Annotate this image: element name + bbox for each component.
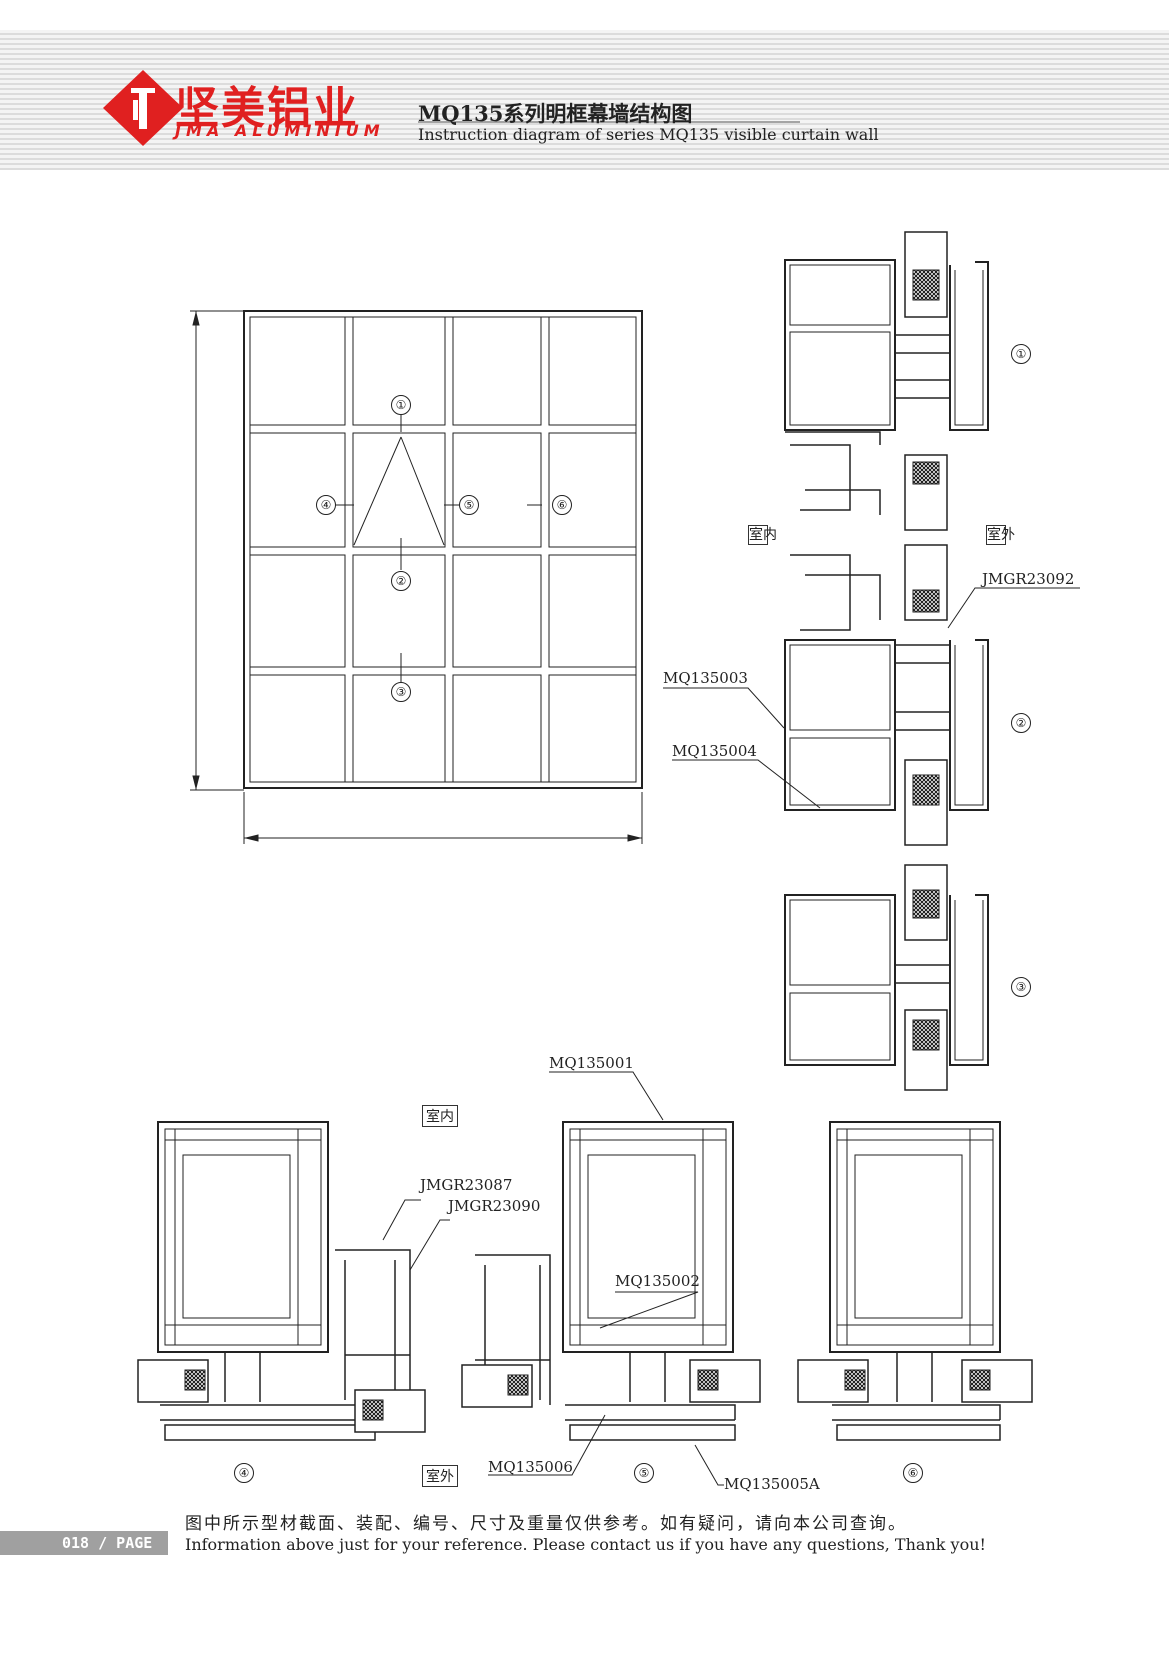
section-marker-4: ④ xyxy=(234,1463,254,1483)
indoor-label-vertical: 室内 xyxy=(748,525,777,545)
section-4-mullion xyxy=(137,1121,426,1441)
section-5-mullion xyxy=(461,1121,761,1441)
section-6-mullion xyxy=(797,1121,1033,1441)
marker-2: ② xyxy=(391,571,411,591)
dimension-lines xyxy=(190,310,643,844)
outdoor-label-vertical: 室外 xyxy=(986,525,1015,545)
section-3-transom xyxy=(784,864,989,1091)
marker-4: ④ xyxy=(316,495,336,515)
part-label-mq135006: MQ135006 xyxy=(488,1458,573,1476)
page-number-bar xyxy=(0,1531,168,1555)
part-label-mq135004: MQ135004 xyxy=(672,742,757,760)
part-label-mq135002: MQ135002 xyxy=(615,1272,700,1290)
indoor-label: 室内 xyxy=(422,1105,458,1127)
marker-6: ⑥ xyxy=(552,495,572,515)
part-label-jmgr23087: JMGR23087 xyxy=(420,1176,513,1194)
part-label-jmgr23092: JMGR23092 xyxy=(982,570,1075,588)
jma-logo-icon xyxy=(103,70,183,146)
marker-5: ⑤ xyxy=(459,495,479,515)
footer-note-cn: 图中所示型材截面、装配、编号、尺寸及重量仅供参考。如有疑问，请向本公司查询。 xyxy=(185,1514,907,1534)
section-marker-3: ③ xyxy=(1011,977,1031,997)
header-band xyxy=(0,30,1169,170)
section-marker-2: ② xyxy=(1011,713,1031,733)
outdoor-label: 室外 xyxy=(422,1465,458,1487)
section-marker-6: ⑥ xyxy=(903,1463,923,1483)
elevation-grid xyxy=(243,310,643,789)
part-label-mq135003: MQ135003 xyxy=(663,669,748,687)
marker-3: ③ xyxy=(391,682,411,702)
section-marker-1: ① xyxy=(1011,344,1031,364)
section-2-transom xyxy=(784,544,989,846)
marker-1: ① xyxy=(391,395,411,415)
section-marker-5: ⑤ xyxy=(634,1463,654,1483)
leader-lines xyxy=(382,587,1080,1486)
brand-name-cn: 坚美铝业 xyxy=(175,83,359,134)
footer-note-en: Information above just for your referenc… xyxy=(185,1535,986,1554)
part-label-jmgr23090: JMGR23090 xyxy=(448,1197,541,1215)
page-number: 018 / PAGE xyxy=(62,1534,153,1552)
section-1-transom xyxy=(784,231,989,531)
part-label-mq135005a: MQ135005A xyxy=(724,1475,820,1493)
page-title-en: Instruction diagram of series MQ135 visi… xyxy=(418,125,879,144)
brand-name-en: JMA ALUMINIUM xyxy=(175,121,385,140)
page-title-cn: MQ135系列明框幕墙结构图 xyxy=(418,101,693,126)
part-label-mq135001: MQ135001 xyxy=(549,1054,634,1072)
